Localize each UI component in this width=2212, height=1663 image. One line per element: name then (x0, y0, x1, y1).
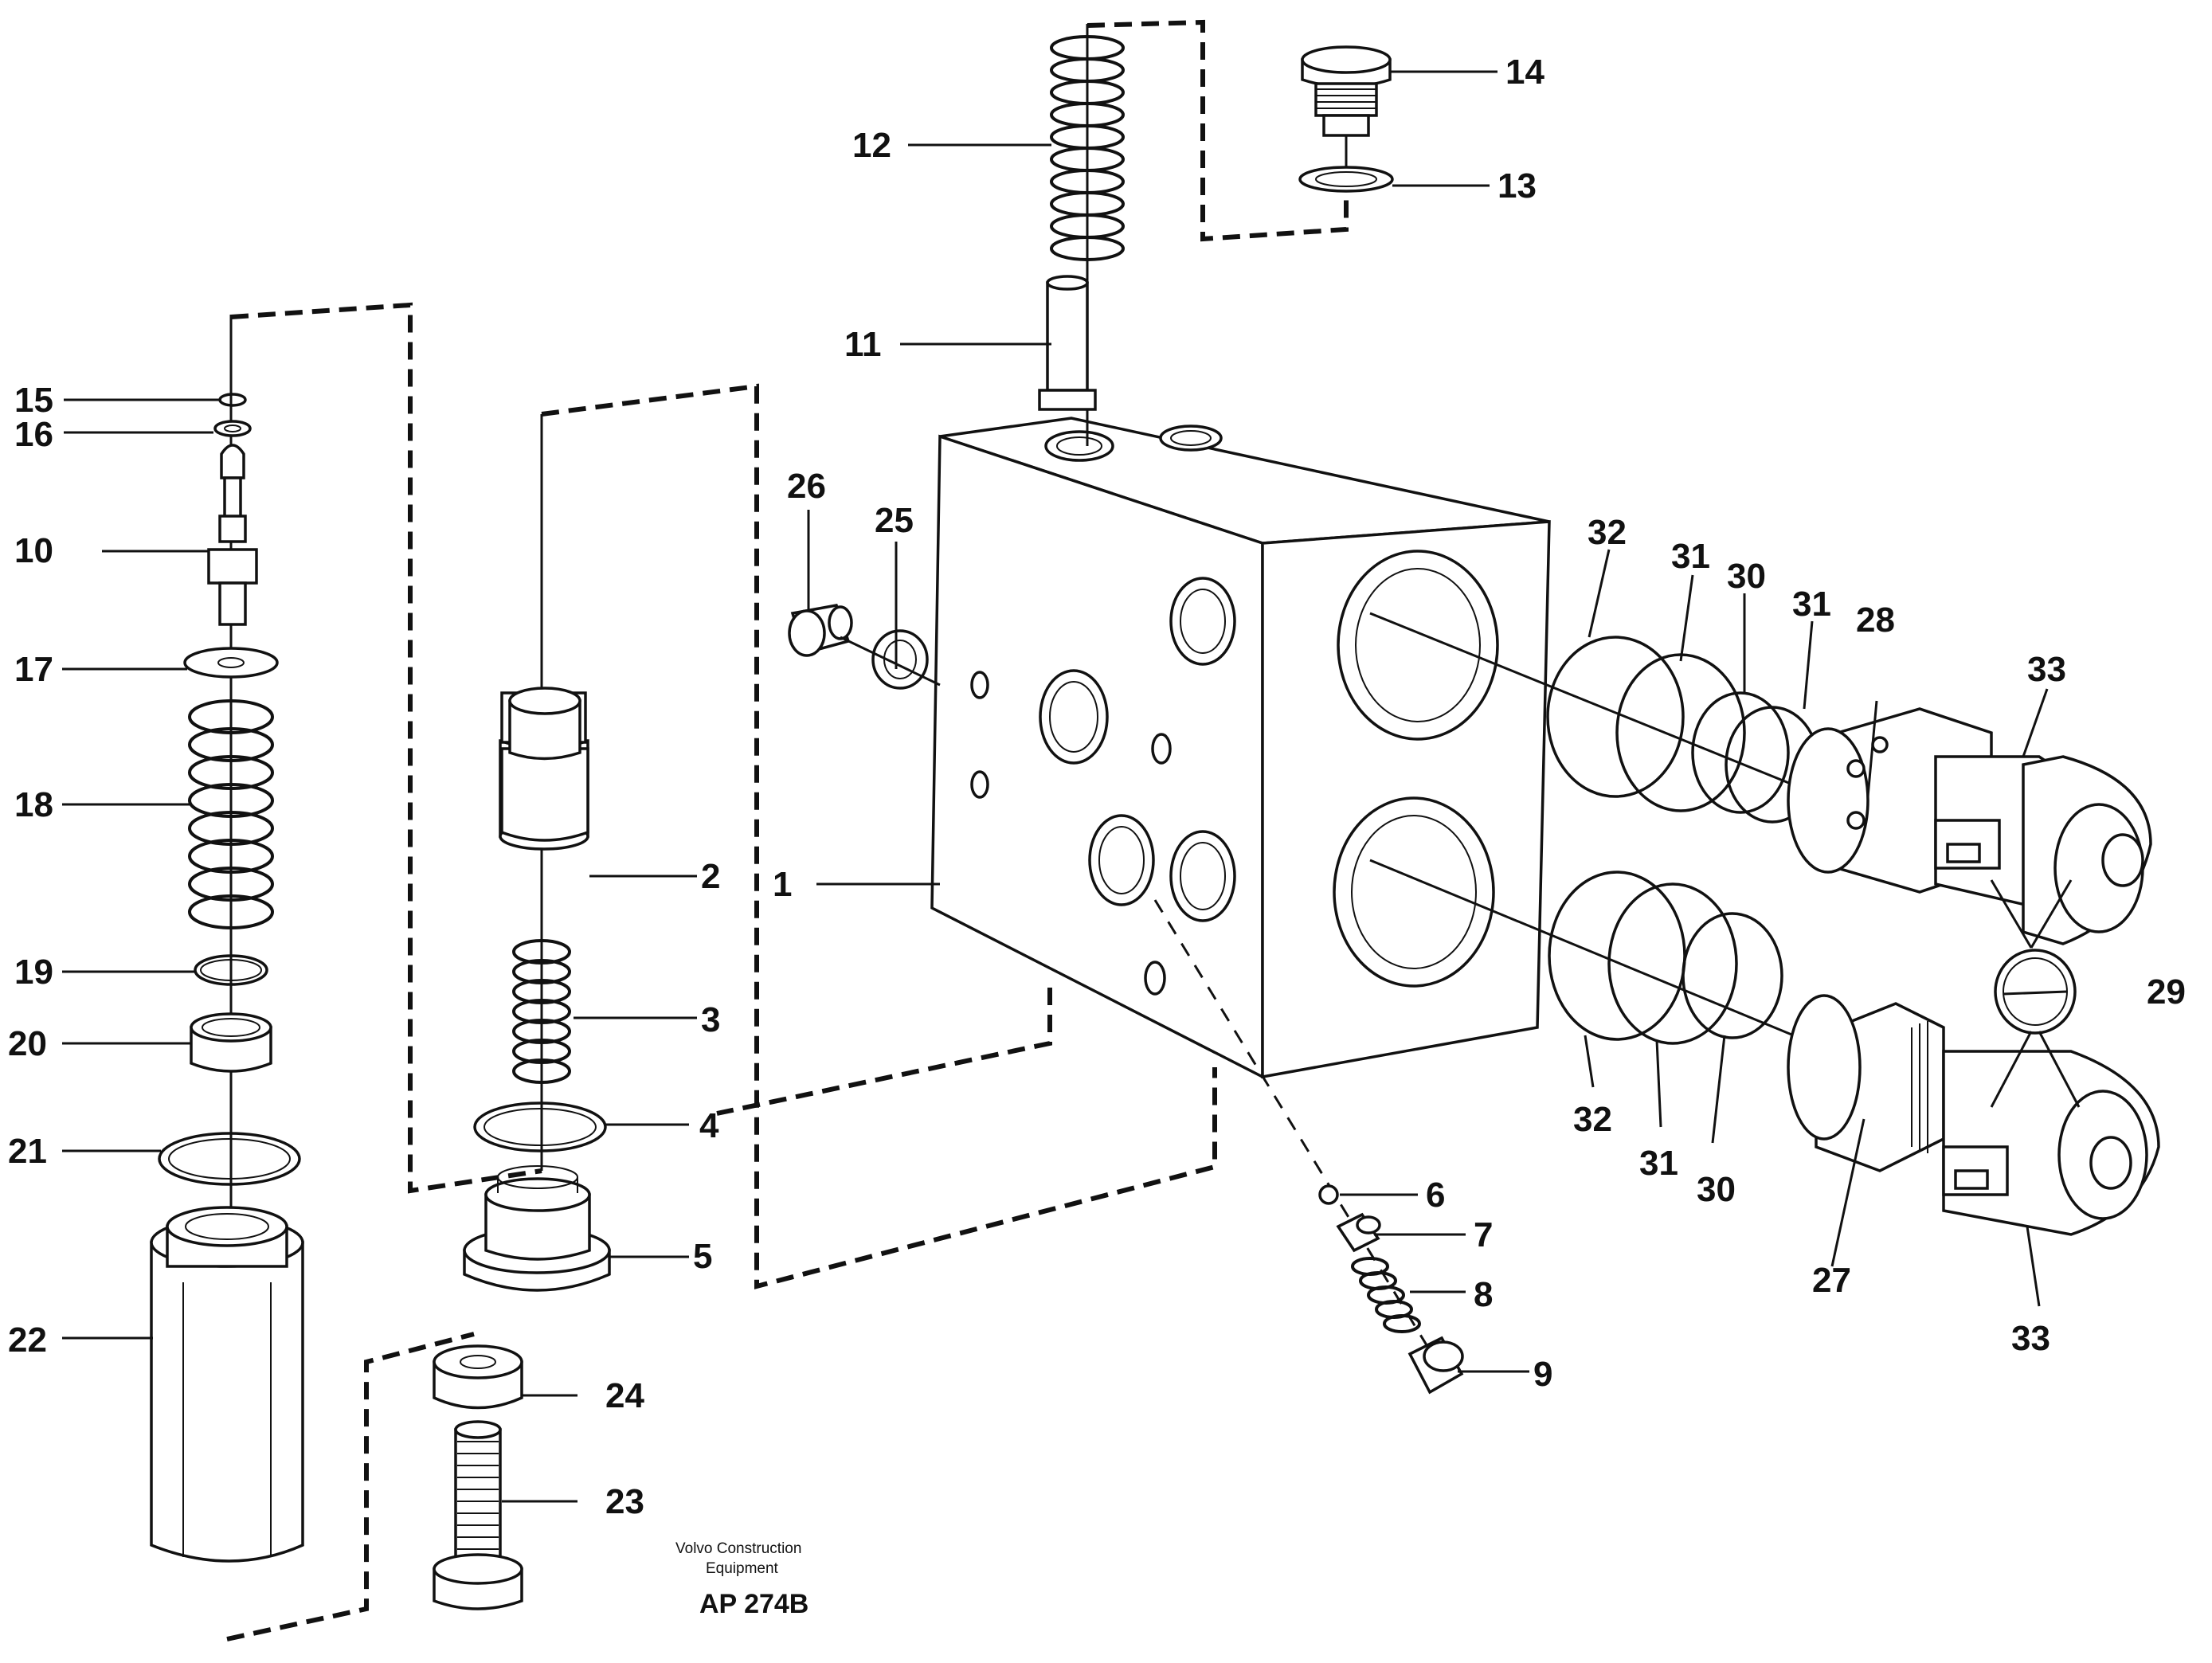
plug-26 (788, 604, 853, 657)
label-2: 2 (701, 857, 720, 896)
label-30-upper: 30 (1727, 557, 1766, 596)
ball-6 (1318, 1184, 1339, 1205)
label-3: 3 (701, 1000, 720, 1039)
label-21: 21 (8, 1132, 47, 1171)
label-16: 16 (14, 415, 53, 454)
label-7: 7 (1474, 1215, 1493, 1254)
label-6: 6 (1426, 1176, 1445, 1215)
o-ring-15 (218, 393, 247, 407)
label-27: 27 (1812, 1261, 1851, 1300)
label-25: 25 (875, 501, 914, 540)
drawing-code: AP 274B (699, 1589, 808, 1619)
label-5: 5 (693, 1237, 712, 1276)
side-plug (788, 604, 941, 690)
o-ring-30-lower (1682, 912, 1783, 1039)
label-17: 17 (14, 650, 53, 689)
o-ring-31-lower (1607, 882, 1738, 1045)
solenoid-33-lower (1942, 1050, 2160, 1236)
label-18: 18 (14, 785, 53, 824)
spring-12 (1050, 35, 1125, 261)
label-22: 22 (8, 1321, 47, 1360)
bolt-23 (433, 1420, 523, 1610)
valve-block (930, 417, 1551, 1079)
label-19: 19 (14, 953, 53, 992)
drawing-credit: Volvo Construction Equipment AP 274B (675, 1540, 808, 1619)
o-ring-32-upper (1546, 636, 1685, 798)
cartridge-27 (1787, 994, 1945, 1172)
o-ring-4 (473, 1101, 607, 1152)
o-ring-32-lower (1548, 871, 1686, 1041)
label-20: 20 (8, 1024, 47, 1063)
label-12: 12 (852, 126, 891, 165)
credit-line-1: Volvo Construction (675, 1540, 801, 1557)
label-9: 9 (1533, 1355, 1552, 1394)
o-ring-29 (1994, 949, 2077, 1035)
label-14: 14 (1505, 53, 1544, 92)
label-29: 29 (2147, 972, 2186, 1011)
spring-3 (512, 939, 571, 1084)
pin-11 (1038, 275, 1097, 411)
spring-18 (188, 699, 274, 929)
label-1: 1 (773, 865, 792, 904)
solenoid-33-upper (1934, 755, 2152, 945)
washer-17 (183, 647, 279, 679)
label-23: 23 (605, 1482, 644, 1521)
label-24: 24 (605, 1376, 644, 1415)
washer-16 (213, 420, 252, 437)
label-33-upper: 33 (2027, 650, 2066, 689)
label-31-upper-b: 31 (1792, 585, 1831, 624)
label-33-lower: 33 (2011, 1319, 2050, 1358)
plug-9 (1407, 1336, 1464, 1395)
label-32-upper: 32 (1588, 513, 1627, 552)
label-15: 15 (14, 381, 53, 420)
washer-13 (1298, 166, 1394, 193)
label-31-upper-a: 31 (1671, 537, 1710, 576)
label-11: 11 (844, 325, 882, 364)
nut-24 (433, 1344, 523, 1410)
pilot-assembly (463, 414, 611, 1292)
washer-25 (871, 629, 929, 690)
label-10: 10 (14, 531, 53, 570)
credit-line-2: Equipment (706, 1560, 779, 1577)
label-31-lower: 31 (1639, 1144, 1678, 1183)
label-28: 28 (1856, 601, 1895, 640)
valve-stem-10 (207, 444, 258, 626)
o-ring-19 (194, 954, 268, 986)
label-13: 13 (1498, 166, 1537, 205)
bolt-assembly (433, 1344, 523, 1610)
housing-22 (150, 1206, 304, 1563)
poppet-7 (1336, 1212, 1381, 1253)
label-32-lower: 32 (1573, 1100, 1612, 1139)
cup-20 (190, 1012, 272, 1073)
label-30-lower: 30 (1697, 1170, 1736, 1209)
leader-lines (62, 70, 2068, 1503)
check-valve-parts (1153, 899, 1464, 1395)
part-labels: 1 2 3 4 5 6 7 8 9 10 11 12 13 14 15 16 1… (8, 53, 2186, 1521)
o-ring-30-upper (1691, 691, 1790, 814)
solenoid-assemblies (1369, 612, 2160, 1236)
dashed-connectors (226, 19, 1349, 1641)
piston-2-top (500, 687, 589, 842)
relief-valve-assembly (150, 315, 304, 1563)
plug-5 (463, 1165, 611, 1292)
label-4: 4 (699, 1106, 719, 1145)
spring-8 (1351, 1257, 1421, 1333)
top-assembly (1038, 24, 1394, 446)
seal-ring-21 (158, 1132, 301, 1186)
label-26: 26 (787, 467, 826, 506)
label-8: 8 (1474, 1275, 1493, 1314)
cap-14 (1301, 45, 1392, 137)
